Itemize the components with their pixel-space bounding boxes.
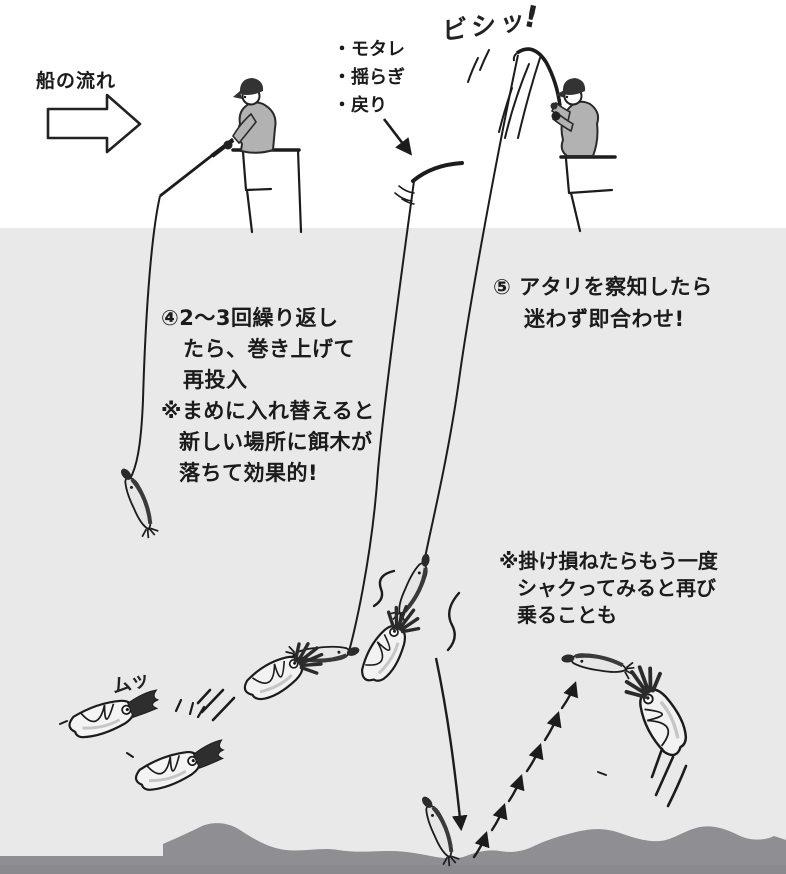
step4-note-line: ※まめに入れ替えると	[161, 399, 375, 423]
fisherman-drifting-illustration	[159, 78, 277, 198]
reel-left	[223, 140, 233, 150]
rod-swing-motion-lines	[467, 49, 541, 139]
bite-sign-item: ・モタレ	[333, 39, 405, 60]
bite-sign-arrow-icon	[382, 118, 413, 156]
retry-note: ※掛け損ねたらもう一度 シャクってみると再び 乗ることも	[499, 548, 718, 629]
step4-line: 再投入	[183, 368, 248, 392]
retry-note-line: ※掛け損ねたらもう一度	[499, 549, 718, 573]
sink-arrow-icon	[434, 657, 468, 832]
rod-tip-icon	[394, 161, 464, 205]
flow-arrow-icon	[46, 93, 142, 154]
step4-note-line: 落ちて効果的!	[179, 461, 319, 485]
step5-line: ⑤ アタリを察知したら	[493, 275, 713, 299]
seafloor	[0, 823, 786, 874]
step4-note-line: 新しい場所に餌木が	[179, 430, 373, 454]
struggle-marks	[372, 569, 461, 652]
step4-line: ④2〜3回繰り返し	[161, 306, 339, 330]
step5-instructions: ⑤ アタリを察知したら 迷わず即合わせ!	[493, 271, 713, 335]
bite-signs-list: ・モタレ ・揺らぎ ・戻り	[333, 36, 405, 120]
reel-right	[551, 111, 561, 121]
hop-arrow-icons	[472, 681, 579, 859]
boat-right	[559, 155, 617, 233]
rod-right	[515, 47, 562, 107]
reattack-motion-lines	[597, 747, 688, 808]
retry-note-line: シャクってみると再び	[517, 576, 716, 600]
fisherman-body	[237, 101, 277, 154]
fishing-line-left	[129, 195, 161, 480]
fisherman-arm	[232, 112, 257, 145]
fishing-line-right	[423, 54, 519, 564]
sfx-grab-dashes	[174, 698, 206, 719]
fishing-line-center	[348, 180, 415, 652]
cap-icon	[562, 78, 586, 95]
bite-sign-item: ・揺らぎ	[333, 67, 405, 88]
fishing-lines	[129, 54, 519, 652]
cap-icon	[239, 78, 264, 95]
fisherman-hooking-illustration	[467, 47, 600, 157]
fisherman-body	[560, 100, 600, 157]
swim-motion-lines	[59, 688, 236, 758]
step4-instructions: ④2〜3回繰り返し たら、巻き上げて 再投入 ※まめに入れ替えると 新しい場所に…	[161, 303, 375, 489]
boat-left	[231, 148, 303, 234]
step4-line: たら、巻き上げて	[183, 337, 355, 361]
flow-direction-label: 船の流れ	[36, 70, 117, 92]
seafloor-bottom-band	[0, 865, 786, 874]
bite-sign-item: ・戻り	[333, 95, 387, 116]
step5-line: 迷わず即合わせ!	[524, 307, 685, 331]
retry-note-line: 乗ることも	[517, 603, 617, 627]
